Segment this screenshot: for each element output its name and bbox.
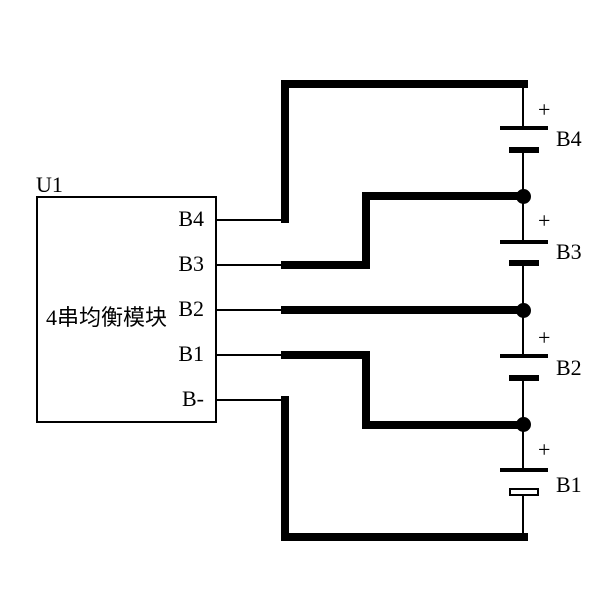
wire-string-seg-3 [522,196,524,242]
wire-b1-vertical [362,351,370,429]
wire-b3-vertical [362,192,370,269]
wire-string-seg-4 [522,266,524,310]
pin-label-b4: B4 [178,206,204,231]
wire-b2-horizontal [281,306,523,314]
wire-b4-vertical [281,80,289,223]
wire-string-seg-5 [522,310,524,356]
pin-label-b1: B1 [178,341,204,366]
battery-b1-label: B1 [556,472,582,497]
junction-dot-b4-b3 [516,189,531,204]
battery-b4-negative-plate [509,147,539,153]
battery-b1-plus-sign: + [538,437,551,462]
battery-b2-negative-plate [509,375,539,381]
battery-b4-label: B4 [556,126,582,151]
battery-b3-plus-sign: + [538,208,551,233]
pin-label-b2: B2 [178,296,204,321]
battery-b2-label: B2 [556,355,582,380]
wire-bminus-bottom-horizontal [281,533,528,541]
battery-b2-plus-sign: + [538,325,551,350]
battery-b4-positive-plate [500,126,548,130]
wire-string-seg-6 [522,381,524,425]
wire-b1-horizontal-1 [281,351,370,359]
junction-dot-b3-b2 [516,303,531,318]
battery-b1-positive-plate [500,468,548,472]
pin-label-bminus: B- [182,386,204,411]
module-designator: U1 [36,172,63,197]
battery-b3-label: B3 [556,239,582,264]
battery-b2-positive-plate [500,354,548,358]
wire-bminus-vertical [281,396,289,541]
wire-pin-bminus-stub [217,399,285,401]
wire-b1-horizontal-2 [362,421,523,429]
wire-pin-b4-stub [217,219,285,221]
wire-pin-b2-stub [217,309,283,311]
battery-b4-plus-sign: + [538,97,551,122]
module-box [36,196,217,423]
wire-string-seg-1 [522,84,524,128]
wire-pin-b3-stub [217,264,283,266]
wire-string-seg-7 [522,425,524,470]
battery-b3-positive-plate [500,240,548,244]
junction-dot-b2-b1 [516,417,531,432]
wire-pin-b1-stub [217,354,283,356]
battery-b3-negative-plate [509,260,539,266]
module-name: 4串均衡模块 [46,305,168,330]
wire-string-seg-2 [522,153,524,196]
pin-label-b3: B3 [178,251,204,276]
wire-b3-horizontal-2 [362,192,523,200]
battery-b1-negative-plate [509,488,539,496]
wire-string-seg-8 [522,495,524,537]
wire-b4-top-horizontal [281,80,528,88]
wire-b3-horizontal-1 [281,261,370,269]
